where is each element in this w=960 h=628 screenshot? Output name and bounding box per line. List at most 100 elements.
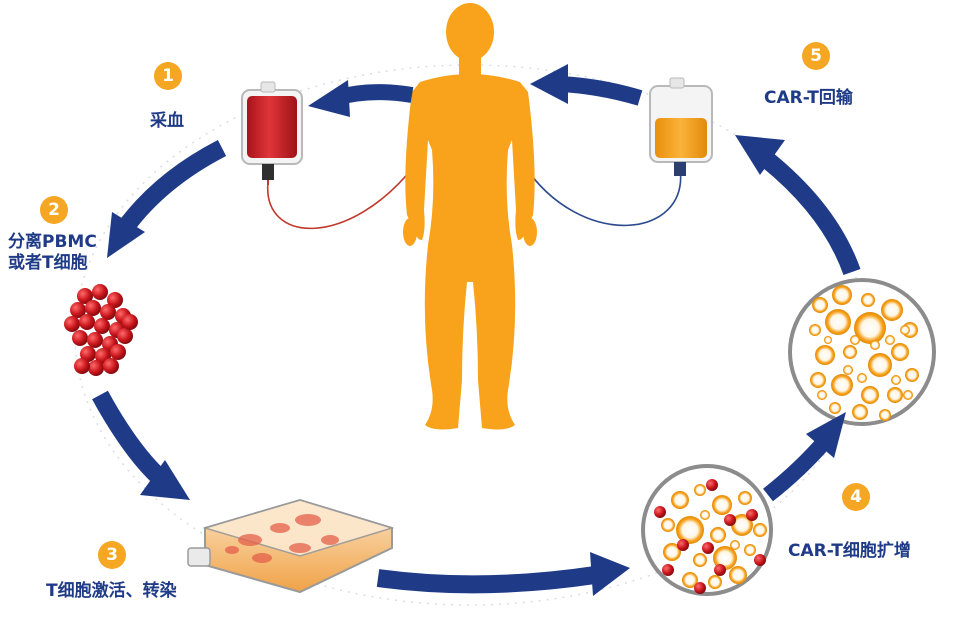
arrow-step4-to-expanded: [763, 412, 846, 502]
red-cell-icon: [100, 304, 116, 320]
car-t-cell-icon: [857, 373, 867, 383]
car-t-cell-icon: [729, 566, 747, 584]
red-cell-icon: [706, 479, 718, 491]
car-t-cell-icon: [832, 285, 852, 305]
red-cell-icon: [79, 314, 95, 330]
car-t-cell-icon: [712, 495, 732, 515]
car-t-cell-icon: [810, 372, 826, 388]
red-cell-icon: [694, 582, 706, 594]
car-t-cell-icon: [887, 387, 903, 403]
red-cell-icon: [677, 539, 689, 551]
red-cell-icon: [754, 554, 766, 566]
red-cell-icon: [74, 358, 90, 374]
car-t-cell-icon: [694, 484, 706, 496]
car-t-cell-icon: [850, 335, 860, 345]
car-t-cell-icon: [885, 335, 895, 345]
red-cell-icon: [88, 360, 104, 376]
step-4-label: CAR-T细胞扩增: [788, 541, 911, 561]
infusion-bag-icon: [649, 77, 713, 176]
car-t-cell-icon: [730, 540, 740, 550]
car-t-cell-icon: [879, 409, 891, 421]
red-cell-icon: [64, 316, 80, 332]
red-cell-icon: [107, 292, 123, 308]
car-t-cell-icon: [891, 343, 909, 361]
car-t-cell-icon: [891, 375, 901, 385]
expanded-cells-dish-icon: [788, 278, 936, 426]
arrow-expanded-to-step5: [735, 135, 861, 276]
step-5-number-badge: 5: [802, 42, 830, 70]
car-t-cell-icon: [900, 325, 910, 335]
red-cell-icon: [77, 288, 93, 304]
red-cell-icon: [72, 330, 88, 346]
car-t-cell-icon: [710, 527, 726, 543]
red-cell-icon: [702, 542, 714, 554]
red-cell-icon: [80, 346, 96, 362]
arrow-infusion-bag-to-body: [530, 64, 643, 106]
red-cell-icon: [92, 284, 108, 300]
cell-cluster-icon: [64, 284, 138, 376]
red-cell-icon: [103, 358, 119, 374]
car-t-cell-icon: [831, 374, 853, 396]
car-t-cell-icon: [905, 368, 919, 382]
car-t-cell-icon: [870, 340, 880, 350]
car-t-cell-icon: [825, 309, 851, 335]
car-t-cell-icon: [812, 297, 828, 313]
red-cell-icon: [662, 564, 674, 576]
car-t-cell-icon: [661, 518, 675, 532]
red-cell-icon: [110, 344, 126, 360]
blood-bag-icon: [241, 81, 303, 185]
car-t-cell-icon: [903, 390, 913, 400]
car-t-cell-icon: [744, 544, 756, 556]
car-t-cell-icon: [881, 299, 903, 321]
red-cell-icon: [746, 509, 758, 521]
car-t-cell-icon: [738, 491, 752, 505]
car-t-cell-icon: [700, 510, 710, 520]
human-body-icon: [403, 3, 537, 430]
car-t-cell-icon: [868, 353, 892, 377]
car-t-cell-icon: [663, 543, 681, 561]
arrow-step2-to-step3: [92, 390, 190, 500]
arrow-step3-to-step4: [376, 552, 630, 596]
car-t-cell-icon: [693, 553, 707, 567]
step-3-number-badge: 3: [98, 541, 126, 569]
red-cell-icon: [714, 564, 726, 576]
car-t-cell-icon: [854, 312, 886, 344]
car-t-cell-icon: [713, 546, 737, 570]
red-cell-icon: [654, 506, 666, 518]
red-cell-icon: [85, 300, 101, 316]
infusion-tube: [523, 164, 682, 227]
step-3-label: T细胞激活、转染: [46, 581, 177, 601]
red-cell-icon: [87, 332, 103, 348]
culture-flask-icon: [187, 498, 395, 594]
car-t-cell-icon: [682, 572, 698, 588]
car-t-cell-icon: [843, 365, 853, 375]
car-t-cell-icon: [731, 514, 753, 536]
red-cell-icon: [117, 328, 133, 344]
step-4-number-badge: 4: [842, 483, 870, 511]
car-t-cell-icon: [824, 336, 832, 344]
step-2-label-line-2: 或者T细胞: [8, 253, 88, 273]
car-t-cell-icon: [809, 324, 821, 336]
step-5-label: CAR-T回输: [764, 88, 853, 108]
car-t-cell-icon: [843, 345, 857, 359]
car-t-cell-icon: [676, 516, 704, 544]
petri-dish-icon: [641, 464, 773, 596]
car-t-cell-icon: [861, 386, 879, 404]
step-1-label: 采血: [150, 111, 184, 131]
step-1-number-badge: 1: [154, 62, 182, 90]
red-cell-icon: [724, 514, 736, 526]
car-t-cell-icon: [861, 293, 875, 307]
car-t-cell-icon: [708, 575, 722, 589]
car-t-cell-icon: [671, 491, 689, 509]
arrow-body-to-blood-bag: [308, 80, 414, 117]
car-t-cell-icon: [817, 390, 827, 400]
step-2-label-line-1: 分离PBMC: [8, 232, 97, 252]
car-t-cell-icon: [829, 402, 841, 414]
step-2-number-badge: 2: [40, 196, 68, 224]
arrow-step1-to-step2: [107, 140, 227, 258]
red-cell-icon: [70, 302, 86, 318]
red-cell-icon: [94, 318, 110, 334]
car-t-cell-icon: [852, 404, 868, 420]
car-t-cell-icon: [815, 345, 835, 365]
